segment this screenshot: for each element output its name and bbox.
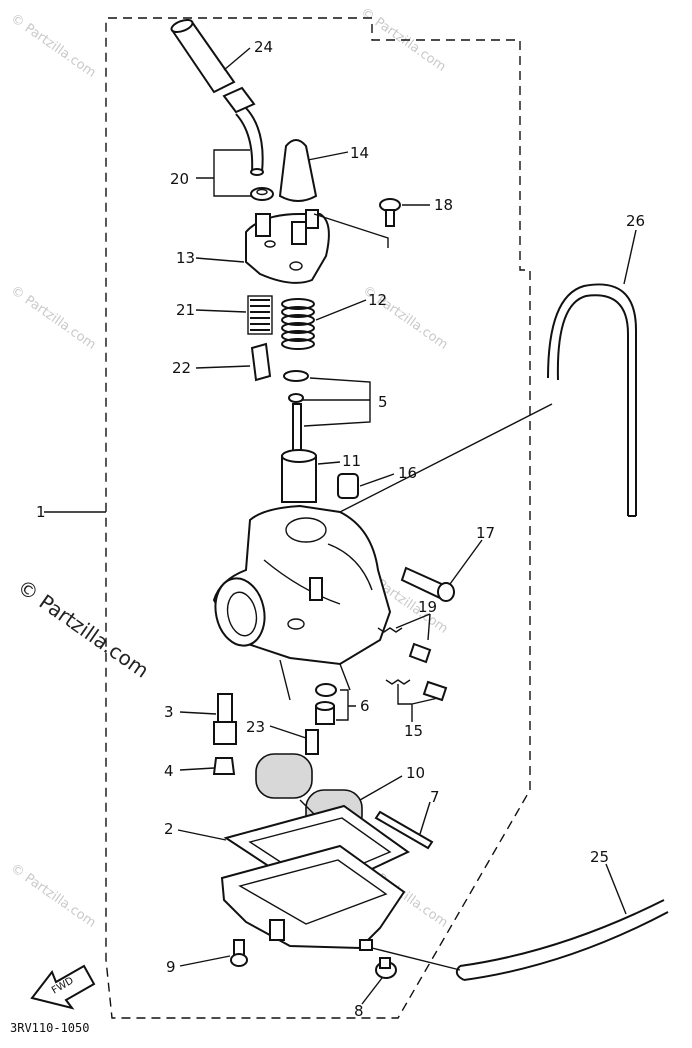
watermarks: © Partzilla.com © Partzilla.com © Partzi…: [8, 5, 451, 931]
callout-8: 8: [354, 1002, 364, 1020]
callout-16: 16: [398, 464, 417, 482]
callout-24: 24: [254, 38, 273, 56]
part-6-jet-set: [315, 683, 337, 725]
part-5-needle-set: [283, 370, 309, 455]
part-19-screw-spring: [377, 627, 432, 664]
callout-1: 1: [36, 503, 46, 521]
assembly-boundary: [105, 17, 531, 1019]
callouts: 24 20 14 18 13 21 12 22 5 11 16 1 17 19 …: [36, 38, 645, 1020]
carburetor-body: [212, 403, 553, 701]
part-16-plug: [337, 473, 359, 499]
callout-13: 13: [176, 249, 195, 267]
watermark-text: © Partzilla.com: [8, 11, 99, 81]
callout-12: 12: [368, 291, 387, 309]
callout-19: 19: [418, 598, 437, 616]
callout-20: 20: [170, 170, 189, 188]
leader-lines: [44, 47, 637, 1005]
part-17-screw: [400, 566, 455, 602]
part-20-elbow-pipe: [222, 86, 274, 201]
callout-26: 26: [626, 212, 645, 230]
callout-3: 3: [164, 703, 174, 721]
part-21-small-spring: [247, 295, 273, 335]
callout-4: 4: [164, 762, 174, 780]
callout-17: 17: [476, 524, 495, 542]
part-4-main-jet: [212, 757, 236, 775]
part-12-large-spring: [281, 298, 315, 350]
callout-15: 15: [404, 722, 423, 740]
part-26-vent-hose: [547, 283, 637, 517]
part-15-screw-spring: [385, 679, 448, 702]
part-13-mixing-chamber-top: [245, 209, 389, 284]
callout-2: 2: [164, 820, 174, 838]
callout-7: 7: [430, 788, 440, 806]
part-3-needle-jet: [213, 693, 237, 745]
part-9-drain-screw: [230, 939, 248, 967]
callout-14: 14: [350, 144, 369, 162]
watermark-text-large: © Partzilla.com: [13, 574, 153, 682]
callout-21: 21: [176, 301, 195, 319]
part-24-hose: [170, 18, 236, 94]
part-25-drain-hose: [371, 899, 669, 981]
drain-nipple: [359, 939, 373, 951]
callout-18: 18: [434, 196, 453, 214]
diagram-code: 3RV110-1050: [10, 1021, 89, 1035]
part-8-screw: [375, 957, 397, 979]
part-14-cap: [278, 139, 318, 202]
callout-23: 23: [246, 718, 265, 736]
watermark-text: © Partzilla.com: [8, 861, 99, 931]
part-7-float-pin: [374, 810, 434, 850]
callout-6: 6: [360, 697, 370, 715]
part-18-screw: [379, 198, 401, 227]
callout-11: 11: [342, 452, 361, 470]
callout-5: 5: [378, 393, 388, 411]
part-23-pilot-jet: [305, 729, 319, 755]
watermark-text: © Partzilla.com: [8, 283, 99, 353]
float-bowl: [220, 844, 406, 950]
fwd-arrow-icon: FWD: [30, 964, 96, 1010]
callout-10: 10: [406, 764, 425, 782]
part-22-needle-holder: [250, 342, 272, 382]
callout-9: 9: [166, 958, 176, 976]
callout-22: 22: [172, 359, 191, 377]
callout-25: 25: [590, 848, 609, 866]
part-11-throttle-valve: [281, 449, 317, 503]
